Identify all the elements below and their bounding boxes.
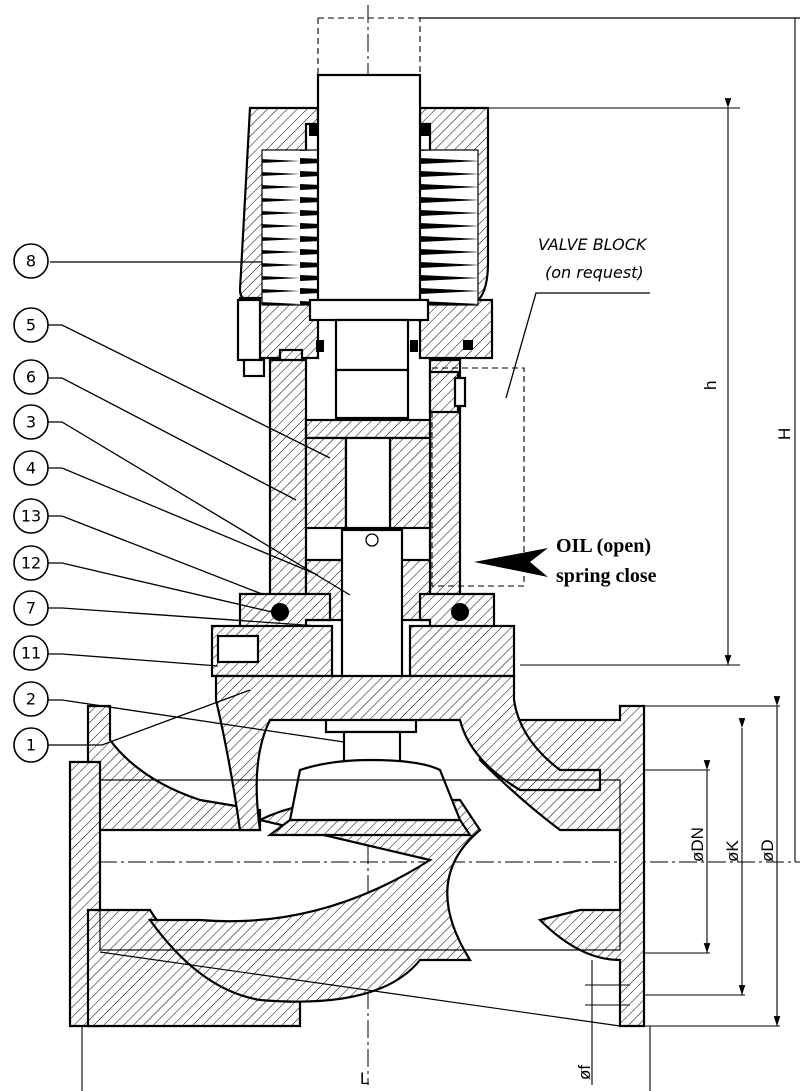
cylinder-body <box>268 358 462 622</box>
bonnet <box>210 592 516 678</box>
valve-block-subtitle: (on request) <box>545 263 644 282</box>
dim-l-label: L <box>360 1069 369 1088</box>
balloon-11-label: 11 <box>21 644 41 663</box>
balloon-1-label: 1 <box>26 736 36 755</box>
balloon-12: 12 <box>13 545 273 613</box>
balloon-13-label: 13 <box>21 507 41 526</box>
balloon-7: 7 <box>13 590 319 627</box>
balloon-6-label: 6 <box>26 368 36 387</box>
dim-h-label: h <box>701 381 720 390</box>
dimension-lines <box>81 18 796 1091</box>
oil-line-2: spring close <box>556 565 657 587</box>
dim-k-label: øK <box>723 840 742 862</box>
spring-pack <box>261 149 479 306</box>
balloon-2-label: 2 <box>26 690 36 709</box>
balloon-5: 5 <box>13 307 331 459</box>
piston-rod <box>308 73 430 372</box>
valve-block-outline <box>428 367 525 587</box>
balloon-12-label: 12 <box>21 554 41 573</box>
dim-H-label: H <box>775 428 794 440</box>
balloon-3-label: 3 <box>26 413 36 432</box>
balloon-6: 6 <box>13 359 297 501</box>
dim-f-label: øf <box>575 1065 594 1080</box>
balloon-4: 4 <box>13 450 319 576</box>
oil-line-1: OIL (open) <box>556 535 651 557</box>
valve-body <box>68 674 646 1028</box>
dim-d-label: øD <box>758 839 777 862</box>
balloon-5-label: 5 <box>26 316 36 335</box>
dim-dn-label: øDN <box>688 827 707 862</box>
valve-block-note: VALVE BLOCK (on request) <box>505 235 650 399</box>
balloon-8: 8 <box>13 243 262 279</box>
balloon-2: 2 <box>13 681 345 743</box>
balloon-7-label: 7 <box>26 599 36 618</box>
oil-note: OIL (open) spring close <box>474 535 657 587</box>
oil-inlet-arrow <box>474 548 548 577</box>
balloon-13: 13 <box>13 498 263 595</box>
balloon-4-label: 4 <box>26 459 36 478</box>
balloon-8-label: 8 <box>26 252 36 271</box>
stem-extended-position <box>317 17 800 75</box>
balloon-3: 3 <box>13 404 351 596</box>
valve-block-title: VALVE BLOCK <box>538 235 648 254</box>
seals-top <box>309 124 473 352</box>
balloon-1: 1 <box>13 689 251 763</box>
balloon-11: 11 <box>13 635 219 671</box>
